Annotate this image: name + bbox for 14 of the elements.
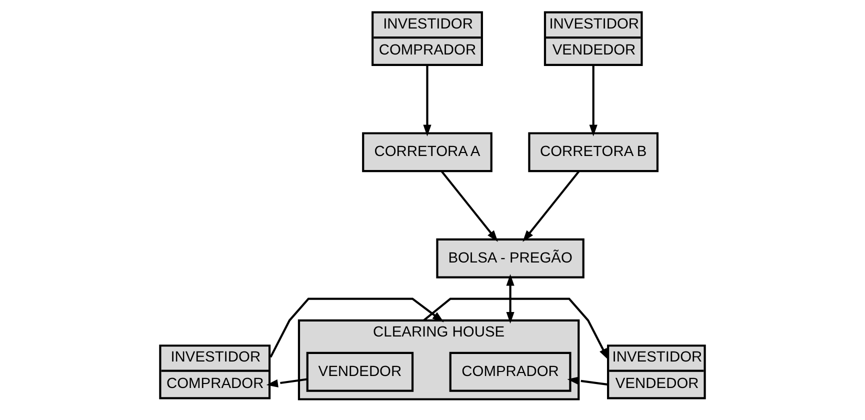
arrow	[589, 64, 598, 136]
arrow	[270, 298, 444, 358]
arrow	[522, 170, 580, 242]
node-box: CORRETORA B	[528, 132, 659, 172]
arrow	[506, 274, 514, 324]
node-box: BOLSA - PREGÃO	[436, 238, 584, 278]
arrow	[266, 378, 308, 388]
node-box: CORRETORA A	[362, 132, 492, 172]
node-box: COMPRADOR	[449, 352, 572, 392]
arrow	[423, 298, 608, 360]
node-box: VENDEDOR	[306, 352, 414, 392]
arrow	[440, 170, 498, 242]
arrow	[423, 64, 432, 136]
arrow	[567, 376, 608, 386]
